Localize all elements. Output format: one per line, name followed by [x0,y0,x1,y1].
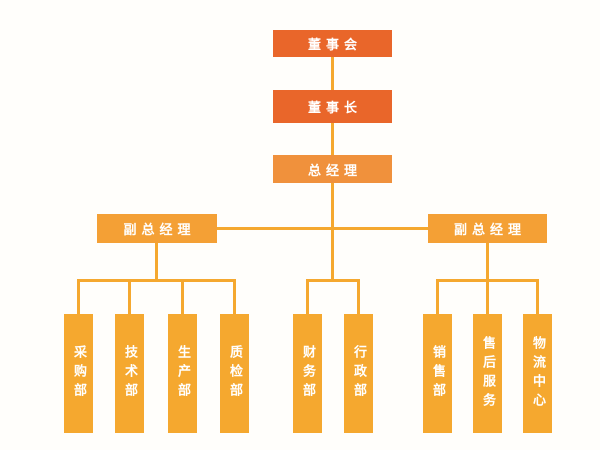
drop-administration [357,279,360,315]
node-logistics-center-label: 物流中心 [530,335,545,412]
drop-after-sales [486,279,489,315]
node-deputy-gm-left: 副总经理 [97,214,217,243]
node-sales-dept-label: 销售部 [430,345,445,402]
node-technology-dept-label: 技术部 [122,345,137,402]
node-finance-dept: 财务部 [293,314,322,433]
bus-left-group [77,279,236,282]
node-deputy-gm-left-label: 副总经理 [123,223,196,238]
node-administration-dept: 行政部 [344,314,373,433]
node-purchasing-dept-label: 采购部 [71,345,86,402]
drop-technology [128,279,131,315]
node-after-sales-service-label: 售后服务 [480,335,495,412]
node-finance-dept-label: 财务部 [300,345,315,402]
node-production-dept-label: 生产部 [175,345,190,402]
node-purchasing-dept: 采购部 [64,314,93,433]
node-general-manager-label: 总经理 [307,163,362,179]
node-production-dept: 生产部 [168,314,197,433]
drop-production [181,279,184,315]
drop-finance [306,279,309,315]
drop-quality [233,279,236,315]
node-sales-dept: 销售部 [423,314,452,433]
drop-logistics [536,279,539,315]
node-after-sales-service: 售后服务 [473,314,502,433]
connector-deputy-crossbar [216,227,428,230]
node-deputy-gm-right: 副总经理 [428,214,547,243]
node-quality-inspection-dept: 质检部 [220,314,249,433]
bus-middle-group [306,279,360,282]
connector-deputy-left-drop [155,243,158,279]
drop-sales [436,279,439,315]
connector-board-chairman [331,56,334,90]
node-chairman: 董事长 [273,90,392,123]
node-quality-inspection-dept-label: 质检部 [227,345,242,402]
connector-deputy-right-drop [486,243,489,279]
node-technology-dept: 技术部 [115,314,144,433]
connector-gm-trunk [331,183,334,279]
node-administration-dept-label: 行政部 [351,345,366,402]
connector-chairman-gm [331,123,334,155]
drop-purchasing [77,279,80,315]
node-general-manager: 总经理 [273,155,392,183]
node-deputy-gm-right-label: 副总经理 [453,223,526,238]
node-board: 董事会 [273,30,392,57]
node-logistics-center: 物流中心 [523,314,552,433]
node-chairman-label: 董事长 [307,101,362,116]
node-board-label: 董事会 [307,38,362,53]
